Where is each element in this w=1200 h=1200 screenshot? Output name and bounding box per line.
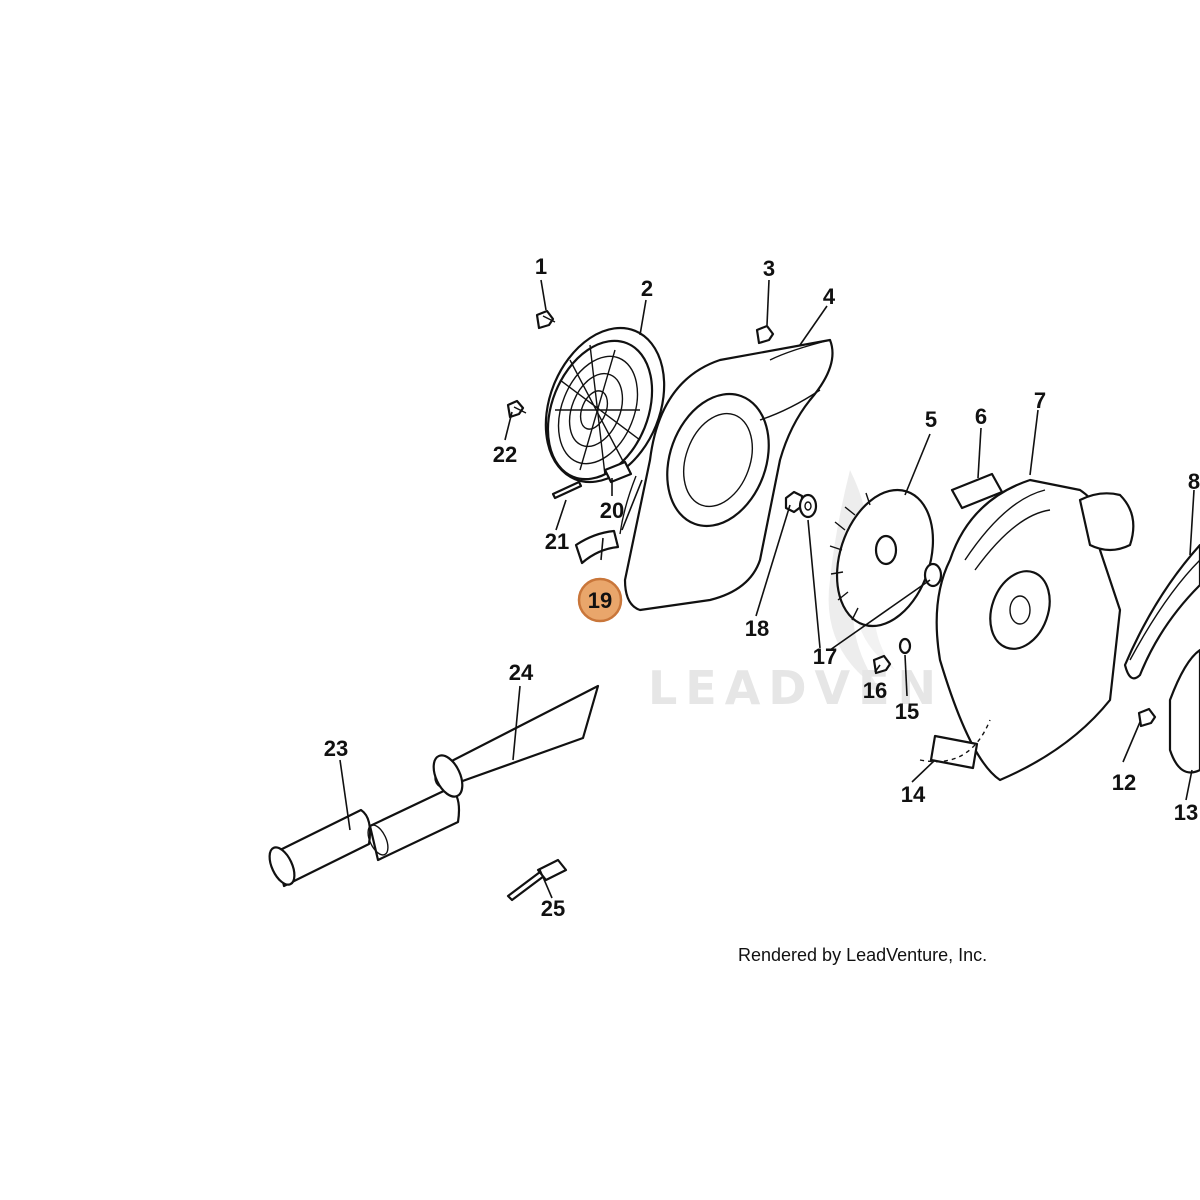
callout-15[interactable]: 15 bbox=[895, 699, 919, 724]
part-24-nozzle[interactable] bbox=[428, 684, 600, 801]
part-19-grip[interactable] bbox=[574, 529, 620, 565]
part-1-screw[interactable] bbox=[535, 309, 556, 330]
part-5-fan[interactable] bbox=[821, 478, 950, 639]
part-12-screw[interactable] bbox=[1137, 707, 1157, 728]
credit-text: Rendered by LeadVenture, Inc. bbox=[738, 945, 987, 965]
part-23-pipe[interactable] bbox=[264, 786, 461, 888]
part-2-starter-cover[interactable] bbox=[524, 310, 686, 500]
callout-21[interactable]: 21 bbox=[545, 529, 569, 554]
part-15-washer[interactable] bbox=[898, 637, 912, 655]
part-21-pin[interactable] bbox=[551, 480, 583, 500]
part-8-cover[interactable] bbox=[1123, 543, 1200, 680]
callout-13[interactable]: 13 bbox=[1174, 800, 1198, 825]
callout-2[interactable]: 2 bbox=[641, 276, 653, 301]
part-14-label[interactable] bbox=[919, 719, 991, 770]
callout-5[interactable]: 5 bbox=[925, 407, 937, 432]
callout-8[interactable]: 8 bbox=[1188, 469, 1200, 494]
callout-19[interactable]: 19 bbox=[588, 588, 612, 613]
part-13-housing[interactable] bbox=[1168, 648, 1200, 774]
callout-1[interactable]: 1 bbox=[535, 254, 547, 279]
part-7-engine-housing[interactable] bbox=[935, 478, 1135, 782]
leader-lines bbox=[339, 279, 1195, 899]
part-4-fan-housing[interactable] bbox=[623, 338, 834, 612]
highlight-circle bbox=[577, 577, 623, 623]
callout-18[interactable]: 18 bbox=[745, 616, 769, 641]
callout-labels: 1 2 3 4 5 6 7 8 12 13 14 15 16 17 18 19 … bbox=[324, 254, 1200, 921]
callout-22[interactable]: 22 bbox=[493, 442, 517, 467]
callout-20[interactable]: 20 bbox=[600, 498, 624, 523]
callout-17[interactable]: 17 bbox=[813, 644, 837, 669]
callout-14[interactable]: 14 bbox=[901, 782, 926, 807]
callout-3[interactable]: 3 bbox=[763, 256, 775, 281]
callout-24[interactable]: 24 bbox=[509, 660, 534, 685]
callout-4[interactable]: 4 bbox=[823, 284, 836, 309]
callout-23[interactable]: 23 bbox=[324, 736, 348, 761]
callout-7[interactable]: 7 bbox=[1034, 388, 1046, 413]
callout-16[interactable]: 16 bbox=[863, 678, 887, 703]
part-20-rope[interactable] bbox=[619, 475, 637, 535]
part-25-bolt[interactable] bbox=[506, 858, 568, 902]
callout-25[interactable]: 25 bbox=[541, 896, 565, 921]
part-3-screw[interactable] bbox=[755, 324, 775, 345]
callout-6[interactable]: 6 bbox=[975, 404, 987, 429]
callout-12[interactable]: 12 bbox=[1112, 770, 1136, 795]
